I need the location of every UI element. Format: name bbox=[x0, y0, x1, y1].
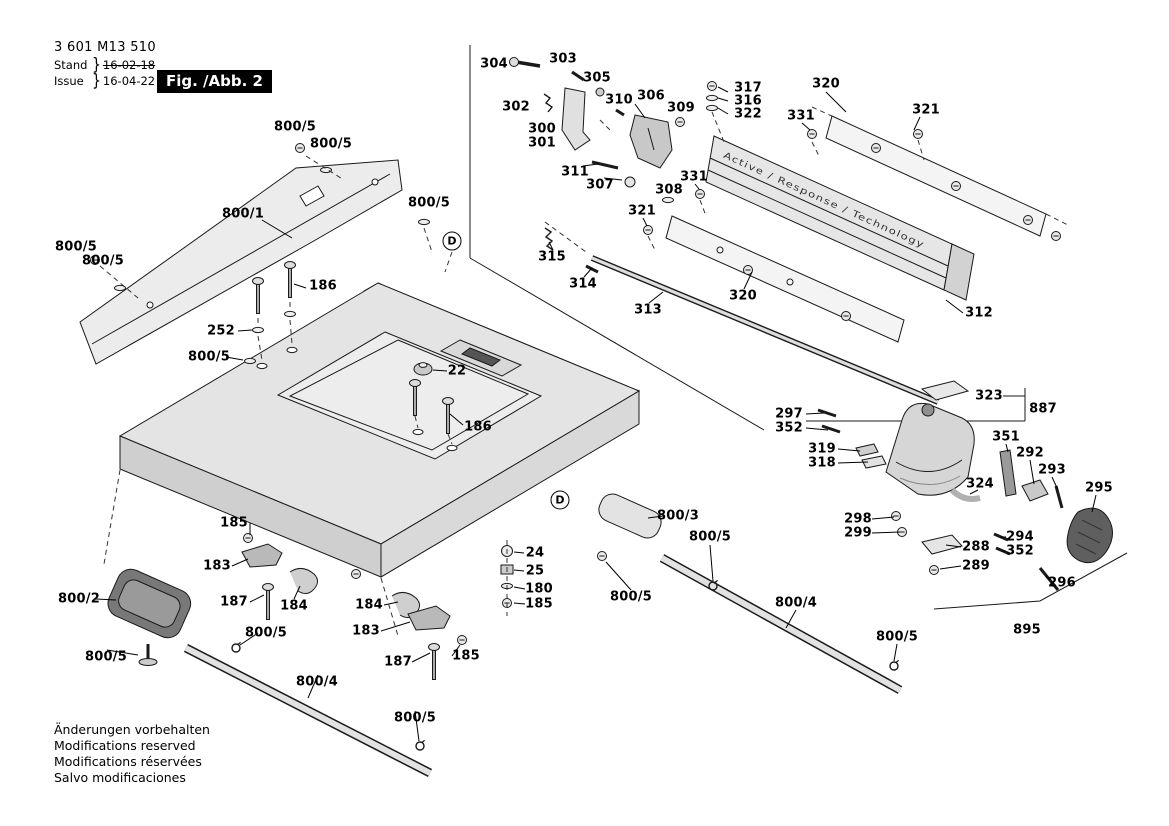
screw-icon bbox=[597, 551, 607, 561]
model-number: 3 601 M13 510 bbox=[54, 40, 156, 55]
table-top-assembly bbox=[118, 259, 641, 579]
washer-icon bbox=[706, 104, 718, 112]
washer-icon bbox=[252, 326, 264, 334]
screw-icon bbox=[807, 129, 817, 139]
screw-icon bbox=[891, 511, 901, 521]
circlip-icon bbox=[231, 641, 242, 653]
stand-label: Stand bbox=[54, 57, 88, 72]
screw-icon bbox=[90, 255, 100, 265]
bolt-icon bbox=[426, 641, 442, 682]
notice-en: Modifications reserved bbox=[54, 738, 196, 753]
angle-stop-assembly bbox=[817, 380, 1113, 591]
stand-date: 16-02-18 bbox=[102, 57, 156, 72]
bracket-glyph: } bbox=[92, 54, 101, 75]
screw-icon bbox=[841, 311, 851, 321]
screw-icon bbox=[1023, 215, 1033, 225]
rear-panel bbox=[79, 143, 430, 365]
screw-icon bbox=[1051, 231, 1061, 241]
clamp-hardware bbox=[241, 533, 514, 682]
fence-rail-assembly: Active / Response / Technology bbox=[544, 81, 1061, 405]
screw-icon bbox=[457, 635, 467, 645]
notice-es: Salvo modificaciones bbox=[54, 770, 186, 785]
modification-notice: Änderungen vorbehalten Modifications res… bbox=[54, 722, 210, 786]
bolt-icon bbox=[260, 581, 276, 622]
washer-icon bbox=[284, 310, 296, 318]
notice-de: Änderungen vorbehalten bbox=[54, 722, 210, 737]
washer-icon bbox=[706, 94, 718, 102]
screw-icon bbox=[675, 117, 685, 127]
bolt-icon bbox=[250, 275, 266, 316]
foot-pad bbox=[138, 644, 158, 666]
screw-icon bbox=[351, 569, 361, 579]
circlip-icon bbox=[415, 739, 426, 751]
washer-icon bbox=[244, 357, 256, 365]
screw-icon bbox=[643, 225, 653, 235]
washer-icon bbox=[662, 196, 674, 204]
bolt-icon bbox=[282, 259, 298, 300]
screw-icon bbox=[295, 143, 305, 153]
bracket-glyph: } bbox=[92, 70, 101, 91]
notice-fr: Modifications réservées bbox=[54, 754, 202, 769]
screw-icon bbox=[951, 181, 961, 191]
rubber-foot bbox=[107, 568, 192, 639]
blade-guard-hardware bbox=[509, 57, 685, 204]
screw-icon bbox=[871, 143, 881, 153]
screw-icon bbox=[707, 81, 717, 91]
leader-lines bbox=[95, 86, 1097, 742]
screw-icon bbox=[243, 533, 253, 543]
screw-icon bbox=[929, 565, 939, 575]
locking-knob bbox=[413, 362, 433, 376]
washer-icon bbox=[418, 218, 430, 226]
issue-label: Issue bbox=[54, 73, 84, 88]
title-block: 3 601 M13 510 Stand } 16-02-18 Issue } 1… bbox=[54, 40, 156, 91]
figure-label: Fig. /Abb. 2 bbox=[157, 70, 272, 93]
support-legs bbox=[107, 493, 903, 778]
screw-icon bbox=[913, 129, 923, 139]
washer-icon bbox=[320, 166, 332, 174]
issue-date: 16-04-22 bbox=[102, 73, 156, 88]
screw-icon bbox=[695, 189, 705, 199]
construction-lines bbox=[99, 106, 1069, 637]
circlip-icon bbox=[889, 659, 900, 671]
